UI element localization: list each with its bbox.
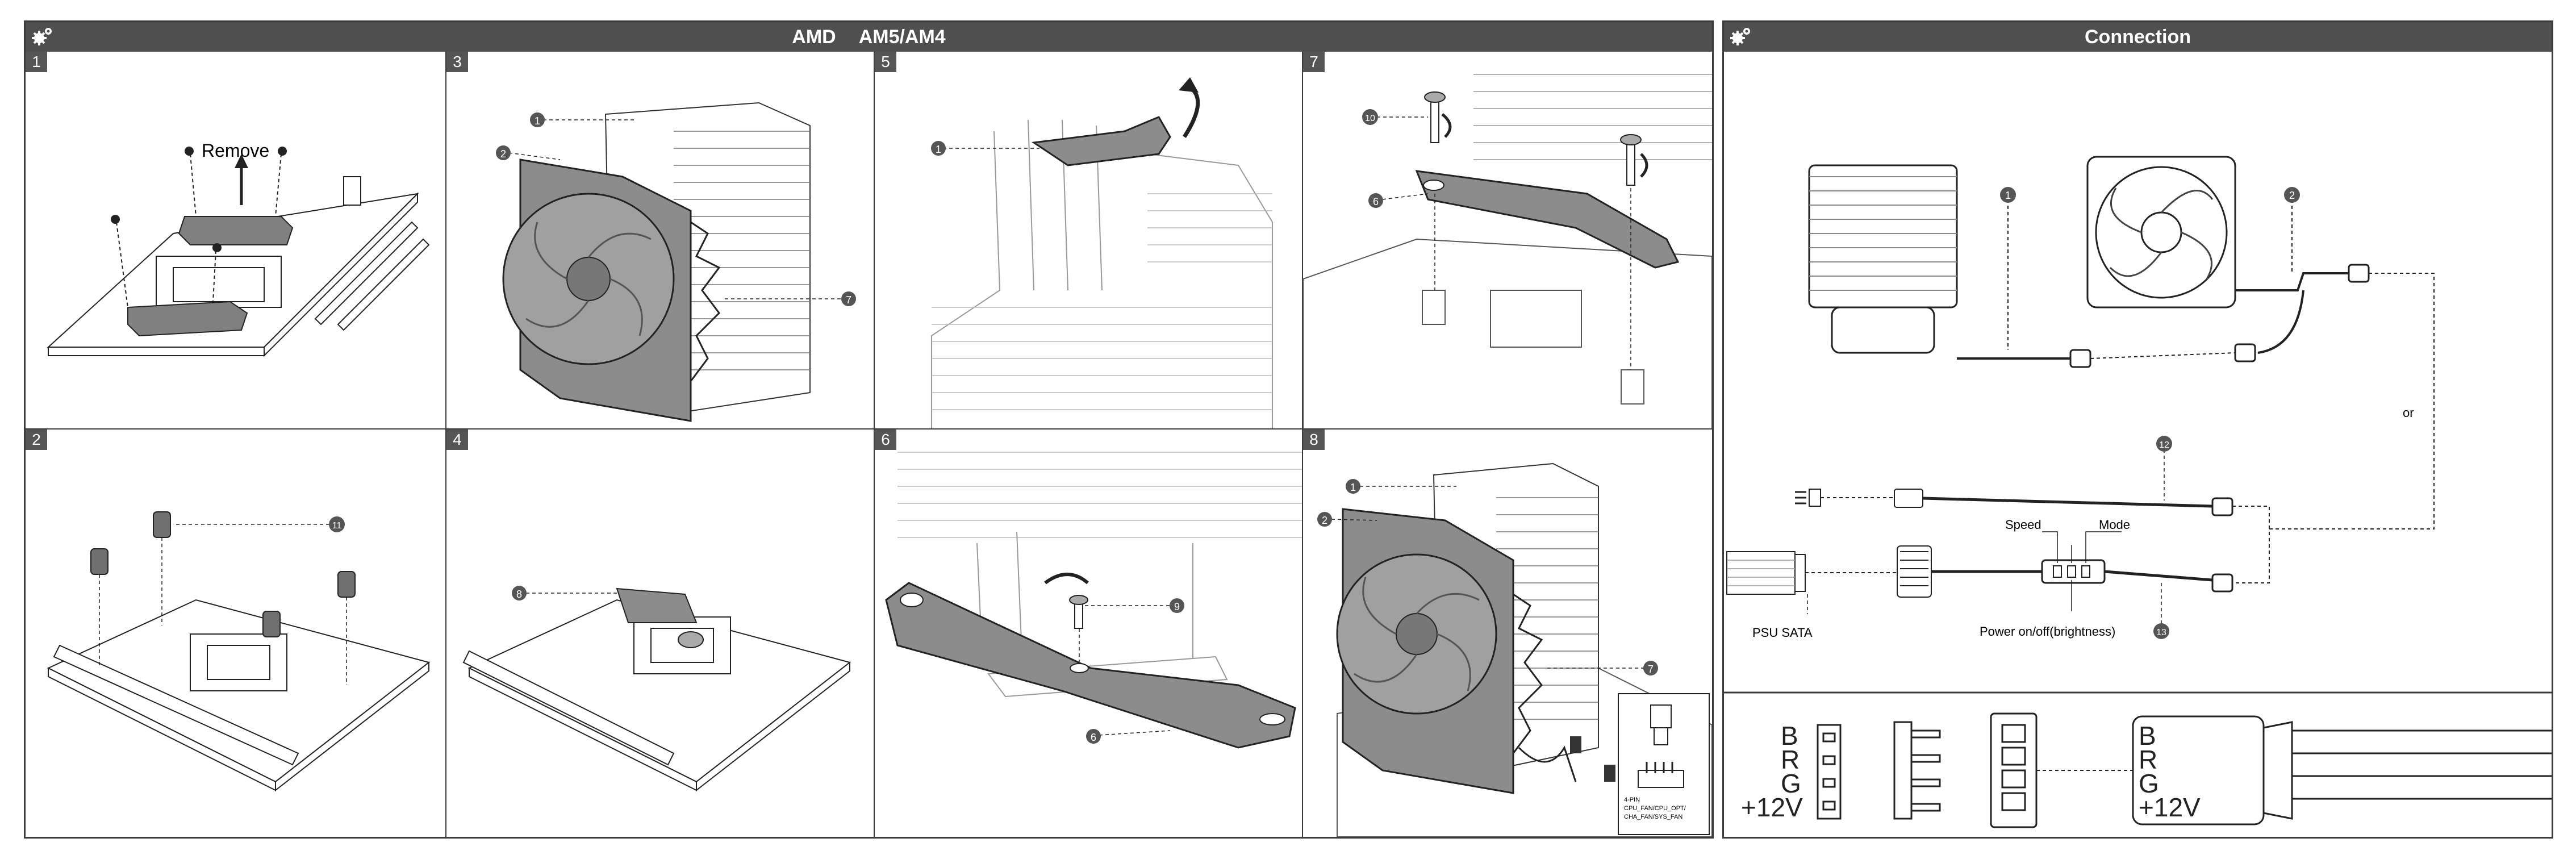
connection-title: Connection [2085, 26, 2191, 48]
step-8-illustration: 1 2 7 4-PIN CPU_FAN/CPU_OPT/ CHA_FAN/SYS… [1303, 430, 1712, 837]
pin-12v-label: +12V [1741, 793, 1803, 822]
step-number: 5 [875, 52, 896, 72]
callout-2: 2 [500, 148, 506, 160]
amd-instructions-panel: AMD AM5/AM4 1 Remove [24, 20, 1714, 839]
step-3-illustration: 1 2 7 [446, 52, 875, 430]
power-label: Power on/off(brightness) [1980, 624, 2115, 639]
or-label: or [2403, 406, 2414, 420]
psu-sata-label: PSU SATA [1752, 626, 1813, 640]
callout-10: 10 [1365, 114, 1375, 123]
inset-header-line1: CPU_FAN/CPU_OPT/ [1624, 805, 1686, 812]
remove-label: Remove [202, 140, 269, 161]
heatsink-illustration [1809, 165, 1957, 353]
fan-header-inset: 4-PIN CPU_FAN/CPU_OPT/ CHA_FAN/SYS_FAN [1618, 694, 1709, 835]
step-number: 2 [26, 430, 47, 450]
callout-7: 7 [846, 294, 851, 306]
header-title-socket: AM5/AM4 [859, 26, 946, 48]
step-1-cell: 1 Remove [26, 52, 446, 430]
step-number: 4 [446, 430, 468, 450]
step-5-illustration: 1 [875, 52, 1303, 430]
step-6-illustration: 9 6 [875, 430, 1303, 837]
step-number: 7 [1303, 52, 1325, 72]
mode-label: Mode [2099, 518, 2130, 532]
callout-2: 2 [1322, 515, 1327, 526]
callout-8: 8 [516, 589, 522, 600]
plug-12v-label: +12V [2139, 793, 2201, 822]
step-6-cell: 6 9 6 [875, 430, 1303, 837]
callout-13: 13 [2156, 628, 2166, 637]
step-1-illustration: Remove [26, 52, 446, 430]
callout-1: 1 [936, 144, 941, 155]
led-controller [2042, 560, 2105, 583]
pin-header-front [1818, 725, 1840, 819]
step-5-cell: 5 1 [875, 52, 1303, 430]
connection-panel: Connection 1 [1722, 20, 2553, 839]
step-number: 8 [1303, 430, 1325, 450]
fan-illustration [2087, 157, 2235, 307]
socket-connector [1991, 714, 2036, 827]
callout-12: 12 [2159, 440, 2169, 450]
step-4-illustration: 8 [446, 430, 875, 837]
callout-1: 1 [535, 115, 540, 127]
inset-pin-label: 4-PIN [1624, 797, 1640, 803]
inset-header-line2: CHA_FAN/SYS_FAN [1624, 814, 1682, 820]
step-7-cell: 7 10 6 [1303, 52, 1712, 430]
step-8-cell: 8 1 2 7 4-PIN CPU_ [1303, 430, 1712, 837]
step-2-cell: 2 11 [26, 430, 446, 837]
header-title-amd: AMD [792, 26, 836, 48]
step-number: 1 [26, 52, 47, 72]
callout-6: 6 [1373, 196, 1379, 207]
callout-7: 7 [1648, 664, 1654, 675]
step-4-cell: 4 8 [446, 430, 875, 837]
gear-icon [30, 24, 55, 49]
callout-9: 9 [1174, 601, 1180, 612]
step-7-illustration: 10 6 [1303, 52, 1712, 430]
step-number: 3 [446, 52, 468, 72]
callout-11: 11 [332, 521, 342, 531]
amd-header: AMD AM5/AM4 [26, 22, 1712, 52]
speed-label: Speed [2005, 518, 2041, 532]
callout-6: 6 [1091, 732, 1096, 743]
psu-sata-connector [1727, 546, 1931, 597]
callout-1: 1 [1350, 482, 1356, 493]
connection-header: Connection [1724, 22, 2552, 52]
callout-1: 1 [2005, 190, 2011, 201]
step-number: 6 [875, 430, 896, 450]
connection-diagram: 1 2 or 12 PSU SATA [1724, 52, 2552, 836]
pin-header-side [1894, 722, 1940, 819]
step-2-illustration: 11 [26, 430, 446, 837]
callout-2: 2 [2289, 190, 2295, 201]
gear-icon [1729, 24, 1753, 49]
step-3-cell: 3 1 2 7 [446, 52, 875, 430]
